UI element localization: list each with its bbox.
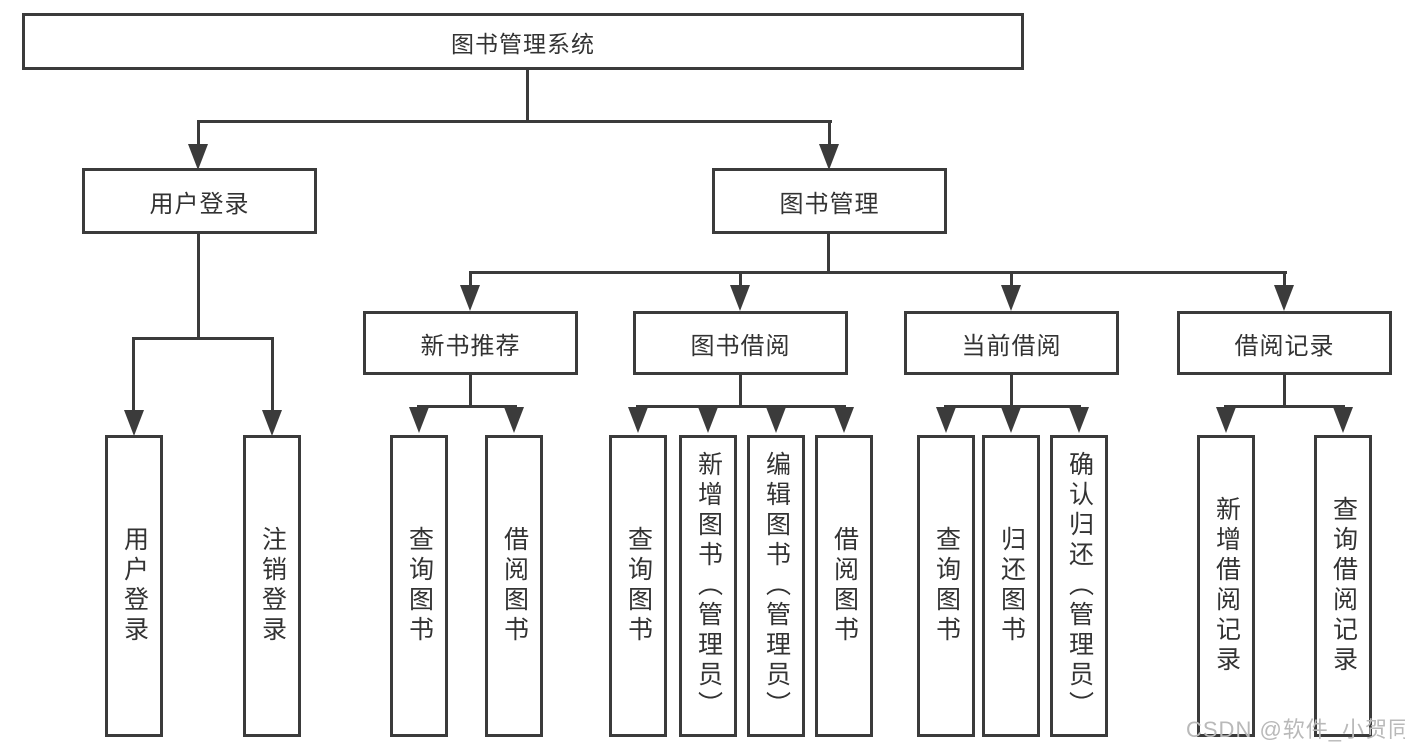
arrow-down-icon [766, 407, 786, 433]
arrow-down-icon [834, 407, 854, 433]
arrow-down-icon [262, 410, 282, 436]
node-current-borrow: 当前借阅 [904, 311, 1119, 375]
node-root: 图书管理系统 [22, 13, 1024, 70]
arrow-down-icon [628, 407, 648, 433]
node-root-label: 图书管理系统 [451, 30, 595, 57]
leaf-records-add: 新增借阅记录 [1197, 435, 1255, 737]
watermark: CSDN @软件_小贺同学 [1186, 717, 1405, 742]
leaf-current-return: 归还图书 [982, 435, 1040, 737]
leaf-user-login: 用户登录 [105, 435, 163, 737]
arrow-down-icon [1001, 407, 1021, 433]
node-user-login: 用户登录 [82, 168, 317, 234]
connector-line [1010, 271, 1013, 288]
connector-line [132, 337, 274, 340]
connector-line [469, 374, 472, 408]
node-new-books: 新书推荐 [363, 311, 578, 375]
connector-line [1010, 374, 1013, 408]
leaf-records-query: 查询借阅记录 [1314, 435, 1372, 737]
connector-line [636, 405, 846, 408]
arrow-down-icon [698, 407, 718, 433]
node-book-mgmt-label: 图书管理 [779, 190, 880, 218]
connector-line [944, 405, 1081, 408]
connector-line [271, 337, 274, 415]
node-book-mgmt: 图书管理 [712, 168, 947, 234]
leaf-current-query: 查询图书 [917, 435, 975, 737]
arrow-down-icon [819, 144, 839, 170]
connector-line [739, 374, 742, 408]
arrow-down-icon [1001, 285, 1021, 311]
leaf-borrow-borrow: 借阅图书 [815, 435, 873, 737]
node-book-borrow-label: 图书借阅 [690, 332, 791, 360]
node-current-borrow-label: 当前借阅 [961, 332, 1062, 360]
node-borrow-records: 借阅记录 [1177, 311, 1392, 375]
connector-line [526, 69, 529, 123]
connector-line [739, 271, 742, 288]
leaf-new-books-query: 查询图书 [390, 435, 448, 737]
arrow-down-icon [1069, 407, 1089, 433]
connector-line [469, 271, 1287, 274]
connector-line [417, 405, 517, 408]
connector-line [1283, 271, 1286, 288]
node-new-books-label: 新书推荐 [420, 332, 521, 360]
arrow-down-icon [1333, 407, 1353, 433]
arrow-down-icon [936, 407, 956, 433]
arrow-down-icon [1216, 407, 1236, 433]
arrow-down-icon [504, 407, 524, 433]
leaf-borrow-edit-admin: 编辑图书（管理员） [747, 435, 805, 737]
connector-line [828, 120, 831, 147]
leaf-current-confirm-admin: 确认归还（管理员） [1050, 435, 1108, 737]
connector-line [197, 120, 200, 147]
connector-line [197, 232, 200, 340]
node-user-login-label: 用户登录 [149, 190, 250, 218]
connector-line [197, 120, 832, 123]
node-book-borrow: 图书借阅 [633, 311, 848, 375]
connector-line [132, 337, 135, 415]
arrow-down-icon [1274, 285, 1294, 311]
arrow-down-icon [730, 285, 750, 311]
leaf-borrow-add-admin: 新增图书（管理员） [679, 435, 737, 737]
connector-line [1224, 405, 1345, 408]
arrow-down-icon [409, 407, 429, 433]
leaf-borrow-query: 查询图书 [609, 435, 667, 737]
leaf-new-books-borrow: 借阅图书 [485, 435, 543, 737]
connector-line [469, 271, 472, 288]
arrow-down-icon [124, 410, 144, 436]
connector-line [827, 232, 830, 274]
arrow-down-icon [188, 144, 208, 170]
leaf-logout: 注销登录 [243, 435, 301, 737]
connector-line [1283, 374, 1286, 408]
node-borrow-records-label: 借阅记录 [1234, 332, 1335, 360]
arrow-down-icon [460, 285, 480, 311]
